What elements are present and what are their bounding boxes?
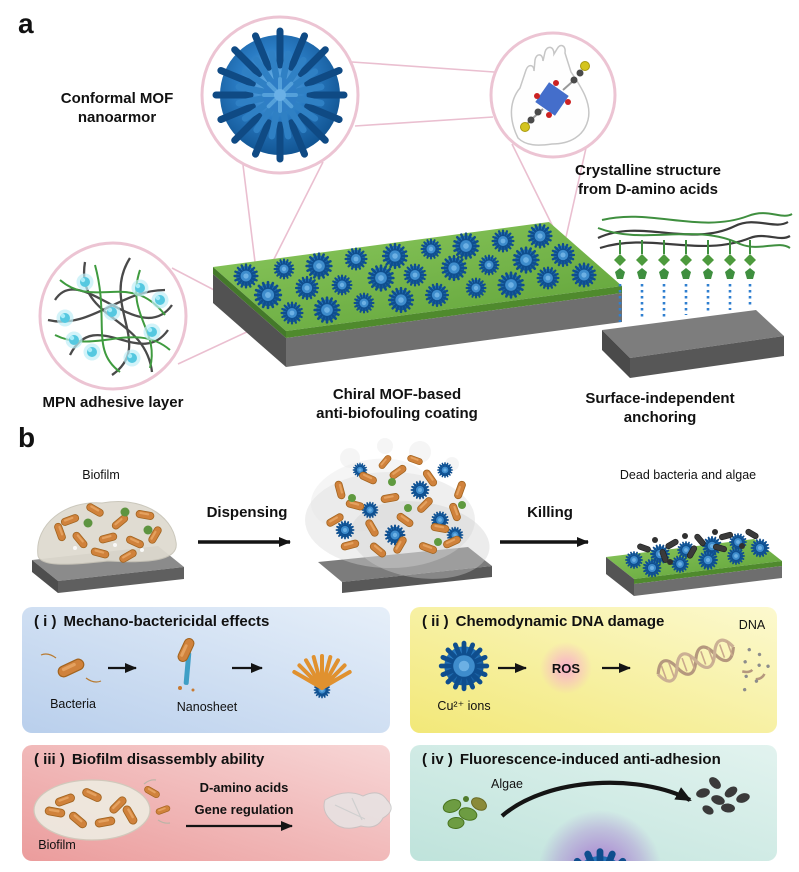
box-iv-index: ( iv ) [422, 751, 453, 768]
label-biofilm-iii: Biofilm [38, 838, 76, 852]
zoom-connector-lines [171, 61, 587, 365]
box-i-title-text: Mechano-bactericidal effects [63, 613, 270, 630]
label-dispensing: Dispensing [206, 504, 288, 521]
biofilm-illustration [32, 501, 184, 593]
caption-mpn-layer: MPN adhesive layer [42, 394, 184, 411]
label-biofilm: Biofilm [82, 468, 120, 482]
anchor-pendants [614, 240, 756, 322]
label-ros: ROS [551, 661, 581, 676]
caption-crystalline-structure: Crystalline structure from D-amino acids [575, 162, 721, 198]
box-iv-title: ( iv ) Fluorescence-induced anti-adhesio… [422, 751, 721, 768]
label-algae: Algae [491, 777, 523, 791]
box-ii-index: ( ii ) [422, 613, 449, 630]
box-iii-title-text: Biofilm disassembly ability [71, 751, 265, 768]
dna-helix [656, 638, 770, 692]
crystalline-structure-zoom [489, 31, 617, 159]
algae-cells [442, 796, 487, 830]
panel-a-label: a [18, 8, 34, 39]
caption-conformal-mof: Conformal MOF nanoarmor [60, 90, 174, 126]
biofilm-disassembly-art [33, 779, 392, 841]
box-ii-title-text: Chemodynamic DNA damage [455, 613, 665, 630]
mpn-adhesive-zoom [38, 241, 188, 391]
box-i-index: ( i ) [34, 613, 57, 630]
anchoring-illustration [597, 212, 793, 378]
dispensed-pile-illustration [305, 438, 492, 593]
dead-algae-cells [696, 777, 750, 815]
caption-chiral-coating: Chiral MOF-based anti-biofouling coating [316, 386, 478, 422]
mof-nanoarmor-zoom [200, 15, 360, 175]
panel-b-label: b [18, 422, 36, 453]
box-i-title: ( i ) Mechano-bactericidal effects [34, 613, 269, 630]
killed-surface-illustration [606, 527, 782, 596]
label-gene-regulation: Gene regulation [194, 802, 294, 817]
label-cu-ions: Cu²⁺ ions [437, 699, 491, 713]
box-iv-title-text: Fluorescence-induced anti-adhesion [459, 751, 721, 768]
label-killing: Killing [527, 504, 573, 521]
label-dna: DNA [738, 618, 766, 632]
mechano-bactericidal-art [40, 636, 352, 699]
label-dead-bacteria-algae: Dead bacteria and algae [619, 468, 757, 482]
box-i-background [22, 607, 390, 733]
label-nanosheet: Nanosheet [176, 700, 238, 714]
box-iii-index: ( iii ) [34, 751, 65, 768]
molecular-structure [520, 61, 590, 132]
coating-illustration [213, 222, 622, 367]
anti-adhesion-art [442, 777, 750, 861]
caption-surface-anchoring: Surface-independent anchoring [585, 390, 735, 426]
box-ii-background [410, 607, 777, 733]
chemodynamic-art [441, 638, 770, 694]
box-iii-title: ( iii ) Biofilm disassembly ability [34, 751, 264, 768]
box-ii-title: ( ii ) Chemodynamic DNA damage [422, 613, 664, 630]
mpn-nodes [56, 273, 169, 367]
box-iv-background [410, 745, 777, 861]
label-bacteria: Bacteria [50, 697, 96, 711]
label-d-amino-acids: D-amino acids [199, 780, 289, 795]
